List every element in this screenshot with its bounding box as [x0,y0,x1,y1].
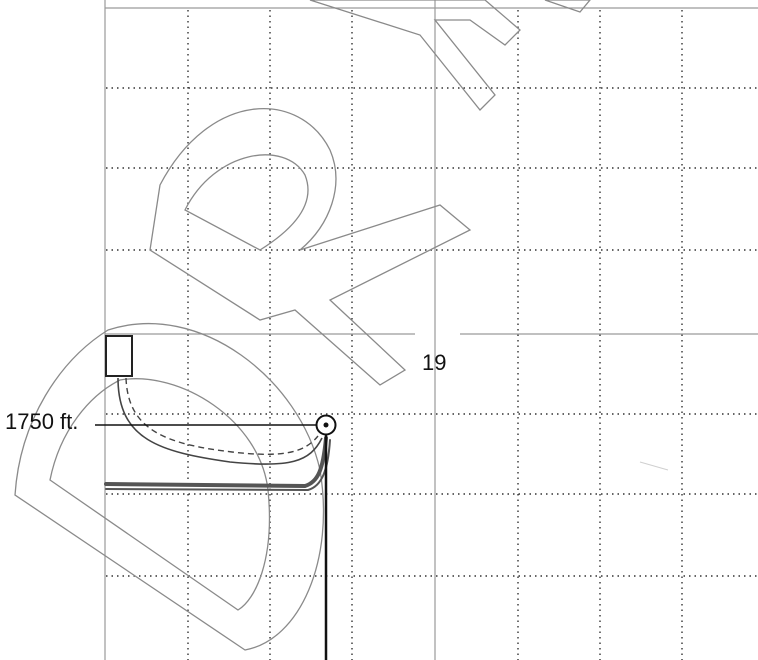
watermark-letter-f [544,0,591,13]
wellbore-path-dashed [125,377,319,455]
watermark-letter-d [14,323,325,651]
quarter-quarter-grid [106,10,758,660]
well-casing [104,434,331,660]
watermark-letter-r [149,108,472,386]
wellbore-path-solid [117,377,323,465]
footage-label: 1750 ft. [5,409,79,434]
section-lines [104,0,758,660]
lateral-leg-shadow [105,439,331,492]
draft-watermark [14,0,591,651]
surface-location-box [105,335,133,377]
well-symbol-dot [323,422,329,428]
wellbore-path [117,377,323,465]
section-number-label: 19 [422,350,447,375]
well-symbol [315,414,337,436]
watermark-letter-a [309,0,521,111]
scan-artifact [639,461,669,471]
